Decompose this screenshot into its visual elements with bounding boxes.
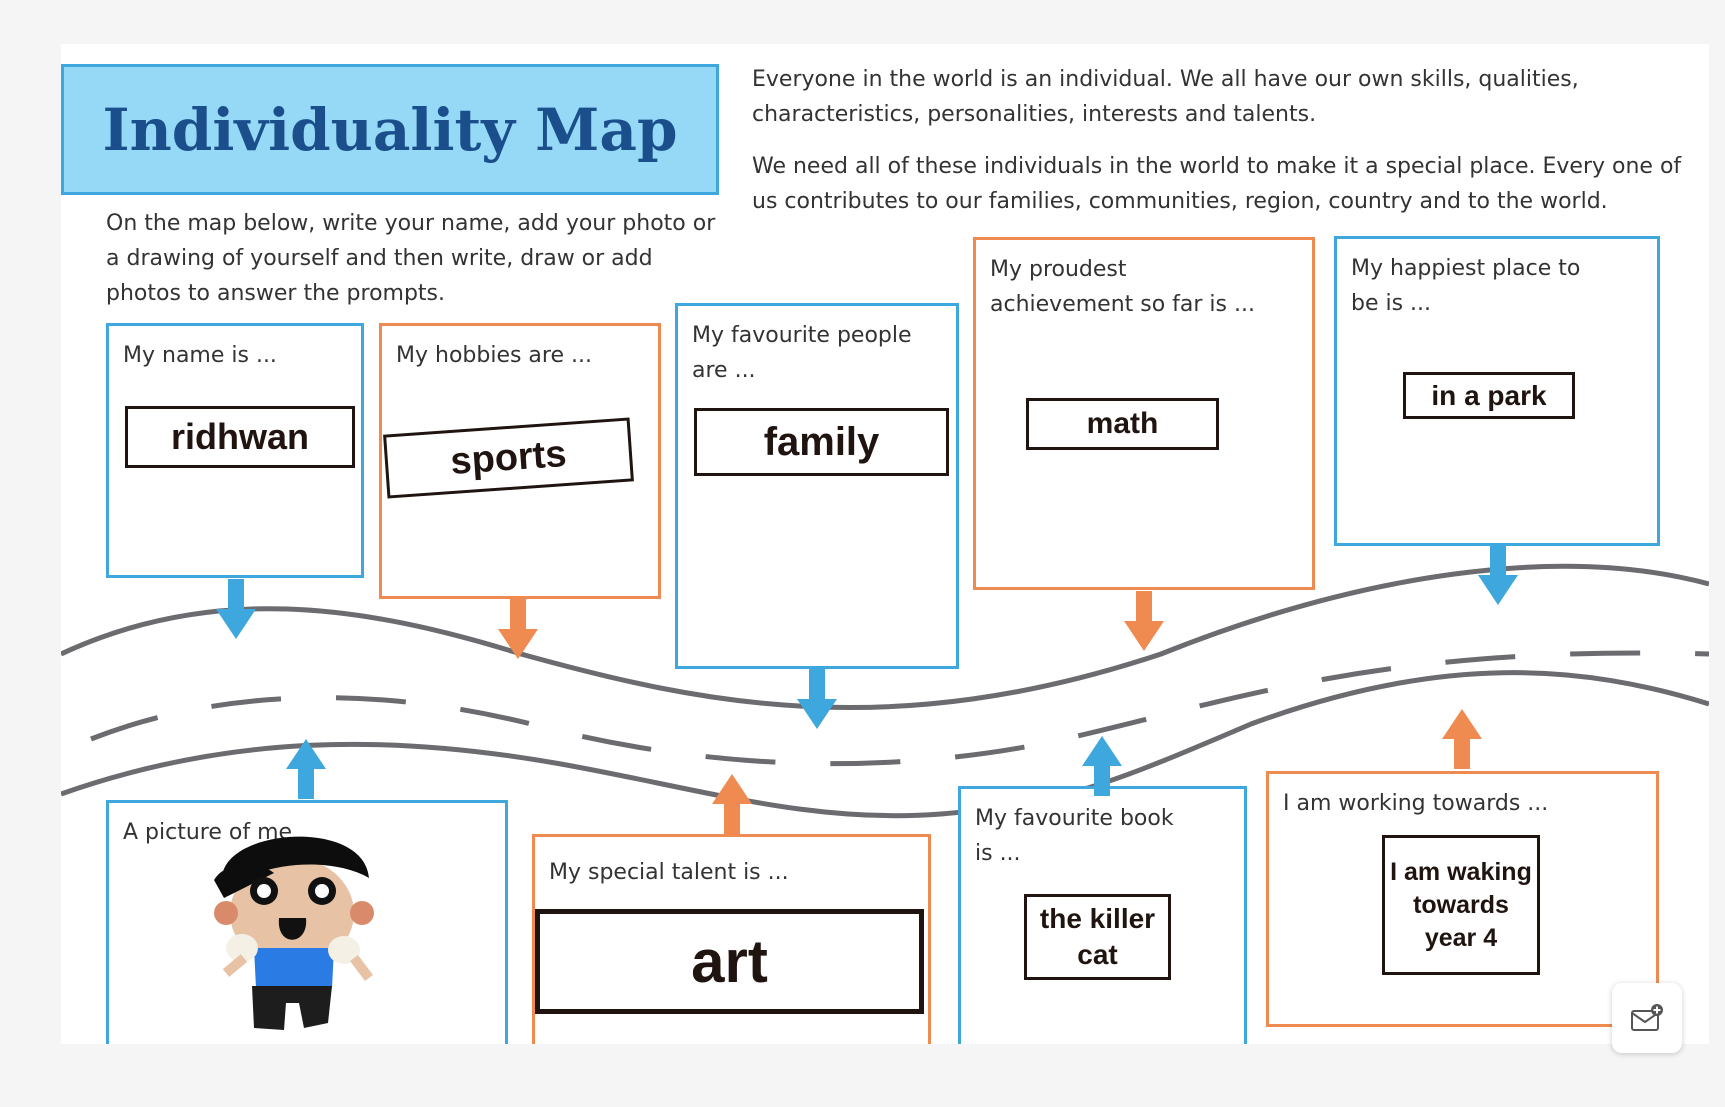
arrow-down-icon — [1124, 591, 1164, 651]
card-picture[interactable]: A picture of me — [106, 800, 508, 1044]
worksheet-page: Individuality Map Everyone in the world … — [61, 44, 1709, 1044]
card-name[interactable]: My name is ... ridhwan — [106, 323, 364, 578]
arrow-down-icon — [1478, 545, 1518, 605]
card-achievement-answer[interactable]: math — [1026, 398, 1219, 450]
instructions-text: On the map below, write your name, add y… — [106, 211, 716, 306]
card-happy-place[interactable]: My happiest place to be is ... in a park — [1334, 236, 1660, 546]
arrow-up-icon — [712, 774, 752, 834]
arrow-down-icon — [498, 599, 538, 659]
card-achievement-prompt: My proudest achievement so far is ... — [990, 257, 1255, 317]
card-hobbies[interactable]: My hobbies are ... sports — [379, 323, 661, 599]
card-name-answer[interactable]: ridhwan — [125, 406, 355, 468]
card-people-answer[interactable]: family — [694, 408, 949, 476]
add-mail-button[interactable] — [1612, 983, 1682, 1053]
arrow-up-icon — [286, 739, 326, 799]
card-talent-answer[interactable]: art — [535, 909, 924, 1014]
card-book-prompt: My favourite book is ... — [975, 806, 1174, 866]
card-picture-prompt: A picture of me — [123, 820, 293, 845]
card-hobbies-answer[interactable]: sports — [383, 417, 634, 499]
title-banner: Individuality Map — [61, 64, 719, 195]
card-talent[interactable]: My special talent is ... art — [532, 834, 931, 1044]
intro-paragraph-2: We need all of these individuals in the … — [752, 154, 1682, 214]
card-name-prompt: My name is ... — [123, 343, 277, 368]
card-happy-place-prompt: My happiest place to be is ... — [1351, 256, 1581, 316]
arrow-down-icon — [216, 579, 256, 639]
arrow-up-icon — [1442, 709, 1482, 769]
card-happy-place-answer[interactable]: in a park — [1403, 372, 1575, 419]
card-book-answer[interactable]: the killer cat — [1024, 894, 1171, 980]
card-people[interactable]: My favourite people are ... family — [675, 303, 959, 669]
arrow-up-icon — [1082, 736, 1122, 796]
intro-paragraph-1: Everyone in the world is an individual. … — [752, 67, 1579, 127]
add-mail-icon — [1631, 1004, 1663, 1031]
card-people-prompt: My favourite people are ... — [692, 323, 912, 383]
intro-text: Everyone in the world is an individual. … — [752, 62, 1682, 236]
card-talent-prompt: My special talent is ... — [549, 860, 789, 885]
card-working-towards-prompt: I am working towards ... — [1283, 791, 1549, 816]
arrow-down-icon — [797, 669, 837, 729]
card-working-towards[interactable]: I am working towards ... I am waking tow… — [1266, 771, 1659, 1027]
self-portrait-drawing — [214, 836, 374, 1030]
page-title: Individuality Map — [102, 95, 678, 164]
card-book[interactable]: My favourite book is ... the killer cat — [958, 786, 1247, 1044]
card-working-towards-answer[interactable]: I am waking towards year 4 — [1382, 835, 1540, 975]
card-hobbies-prompt: My hobbies are ... — [396, 343, 592, 368]
card-achievement[interactable]: My proudest achievement so far is ... ma… — [973, 237, 1315, 590]
